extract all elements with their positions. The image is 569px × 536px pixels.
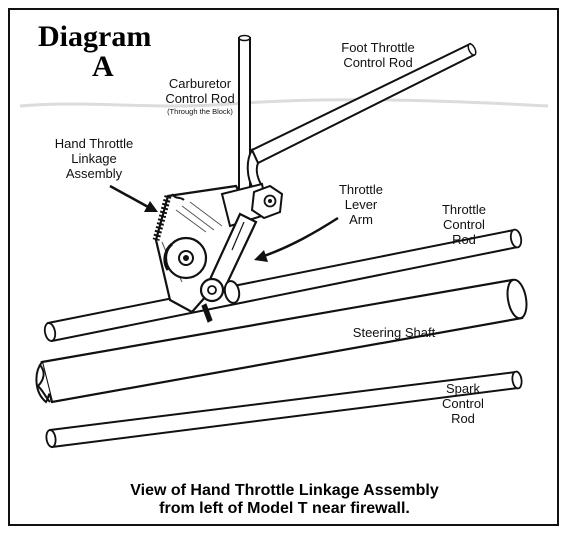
caption-line-1: View of Hand Throttle Linkage Assembly [130, 482, 439, 499]
label-throttle-lever-arm: Throttle Lever Arm [338, 182, 384, 227]
label-foot-throttle-control-rod: Foot Throttle Control Rod [341, 40, 415, 70]
steering-shaft [35, 278, 528, 404]
label-hand-throttle-linkage-assembly: Hand Throttle Linkage Assembly [54, 136, 134, 181]
hand-throttle-assembly [152, 182, 284, 323]
foot-throttle-control-rod [246, 42, 477, 192]
label-throttle-control-rod: Throttle Control Rod [441, 202, 487, 247]
diagram-title-letter: A [92, 50, 114, 83]
label-carburetor-note: (Through the Block) [167, 107, 233, 116]
spark-control-rod [45, 370, 523, 449]
throttle-control-rod [43, 228, 523, 343]
label-steering-shaft: Steering Shaft [352, 325, 436, 340]
leader-arrows [109, 184, 339, 262]
label-spark-control-rod: Spark Control Rod [442, 381, 484, 426]
paper-tear-mark [19, 98, 549, 108]
caption-line-2: from left of Model T near firewall. [159, 500, 410, 517]
diagram-title: Diagram [38, 20, 152, 53]
label-carburetor-control-rod: Carburetor Control Rod [165, 76, 235, 106]
diagram-frame [8, 8, 559, 526]
